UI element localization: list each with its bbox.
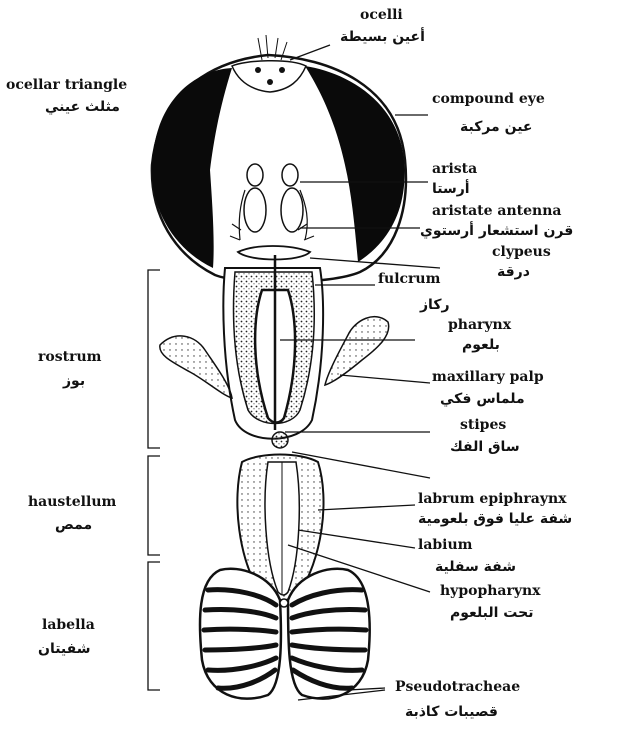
label-clypeus: clypeus xyxy=(492,245,551,259)
label-hypopharynx: hypopharynx xyxy=(440,584,541,598)
label-ocellar-triangle: ocellar triangle xyxy=(6,78,127,92)
label-fulcrum: fulcrum xyxy=(378,272,440,286)
label-ocellar-triangle-ar: مثلث عيني xyxy=(45,100,120,114)
label-fulcrum-ar: ركاز xyxy=(420,298,450,312)
label-clypeus-ar: درقة xyxy=(497,265,530,279)
label-pharynx: pharynx xyxy=(448,318,511,332)
label-pharynx-ar: بلعوم xyxy=(462,338,500,352)
maxillary-palp-left xyxy=(160,336,232,398)
label-hypopharynx-ar: تحت البلعوم xyxy=(450,606,533,620)
label-compound-eye-ar: عين مركبة xyxy=(460,120,532,134)
maxillary-palp-right xyxy=(325,317,389,385)
label-labrum-epipharynx: labrum epiphraynx xyxy=(418,492,567,506)
label-ocelli-ar: أعين بسيطة xyxy=(340,30,425,44)
label-rostrum-ar: بوز xyxy=(63,374,85,388)
label-labella-ar: شفيتان xyxy=(38,642,90,656)
label-aristate-antenna-ar: قرن استشعار أرستوي xyxy=(420,224,573,238)
label-labella: labella xyxy=(42,618,95,632)
label-maxillary-palp-ar: ملماس فكي xyxy=(440,392,525,406)
label-rostrum: rostrum xyxy=(38,350,101,364)
label-haustellum-ar: ممص xyxy=(55,518,92,532)
label-compound-eye: compound eye xyxy=(432,92,545,106)
antenna-left xyxy=(244,164,266,232)
label-stipes: stipes xyxy=(460,418,506,432)
label-labrum-epipharynx-ar: شفة عليا فوق بلعومية xyxy=(418,512,572,526)
label-ocelli: ocelli xyxy=(360,8,403,22)
label-stipes-ar: ساق الفك xyxy=(450,440,520,454)
label-labium-ar: شفة سفلية xyxy=(435,560,516,574)
label-labium: labium xyxy=(418,538,473,552)
label-haustellum: haustellum xyxy=(28,495,116,509)
label-arista: arista xyxy=(432,162,477,176)
label-pseudotracheae: Pseudotracheae xyxy=(395,680,520,694)
stipes-joint xyxy=(272,432,288,448)
label-pseudotracheae-ar: قصيبات كاذبة xyxy=(405,705,498,719)
label-aristate-antenna: aristate antenna xyxy=(432,204,562,218)
label-arista-ar: أرستا xyxy=(432,182,470,196)
label-maxillary-palp: maxillary palp xyxy=(432,370,544,384)
